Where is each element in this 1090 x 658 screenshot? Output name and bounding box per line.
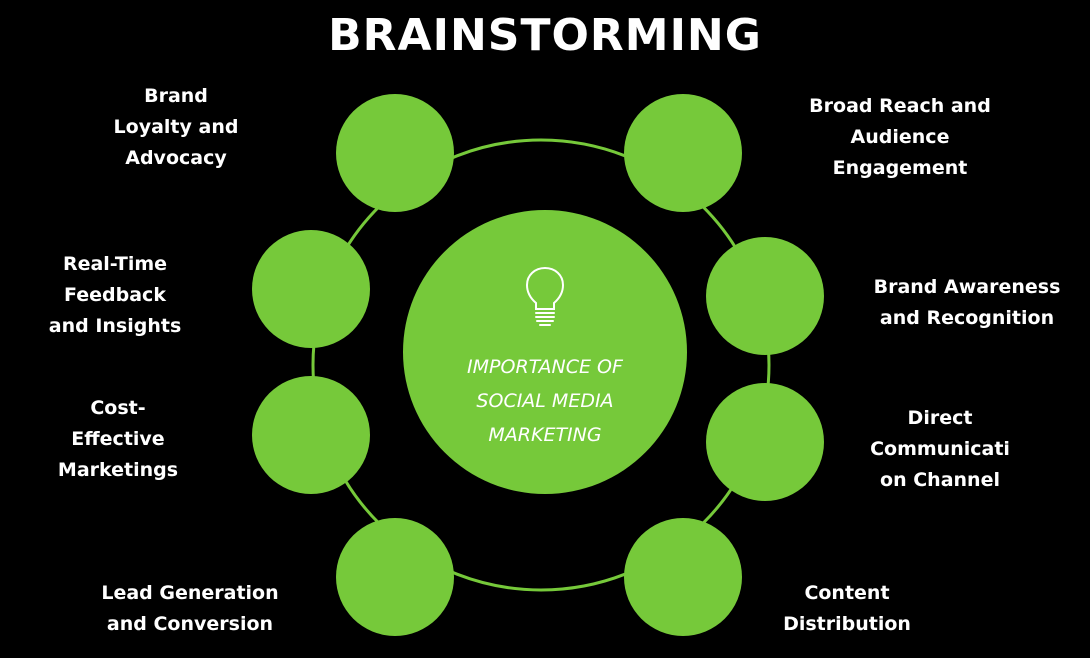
label-brand-awareness: Brand Awareness and Recognition bbox=[873, 276, 1061, 329]
label-cost-effective: Cost- Effective Marketings bbox=[57, 397, 179, 481]
lightbulb-icon bbox=[525, 266, 565, 326]
node-cost-effective bbox=[252, 376, 370, 494]
center-node: IMPORTANCE OF SOCIAL MEDIA MARKETING bbox=[403, 210, 687, 494]
node-broad-reach bbox=[624, 94, 742, 212]
label-real-time-feedback: Real-Time Feedback and Insights bbox=[48, 253, 182, 337]
label-lead-generation: Lead Generation and Conversion bbox=[101, 582, 279, 635]
connector-ring-path bbox=[311, 138, 771, 592]
center-topic-text: IMPORTANCE OF SOCIAL MEDIA MARKETING bbox=[467, 356, 623, 446]
node-brand-awareness bbox=[706, 237, 824, 355]
node-lead-generation bbox=[336, 518, 454, 636]
label-brand-loyalty: Brand Loyalty and Advocacy bbox=[113, 85, 239, 169]
node-content-distribution bbox=[624, 518, 742, 636]
node-direct-communication bbox=[706, 383, 824, 501]
label-content-distribution: Content Distribution bbox=[783, 582, 911, 635]
page-title: BRAINSTORMING bbox=[328, 10, 762, 61]
label-broad-reach: Broad Reach and Audience Engagement bbox=[809, 95, 991, 179]
node-brand-loyalty bbox=[336, 94, 454, 212]
node-real-time-feedback bbox=[252, 230, 370, 348]
label-direct-communication: Direct Communicati on Channel bbox=[870, 407, 1010, 491]
